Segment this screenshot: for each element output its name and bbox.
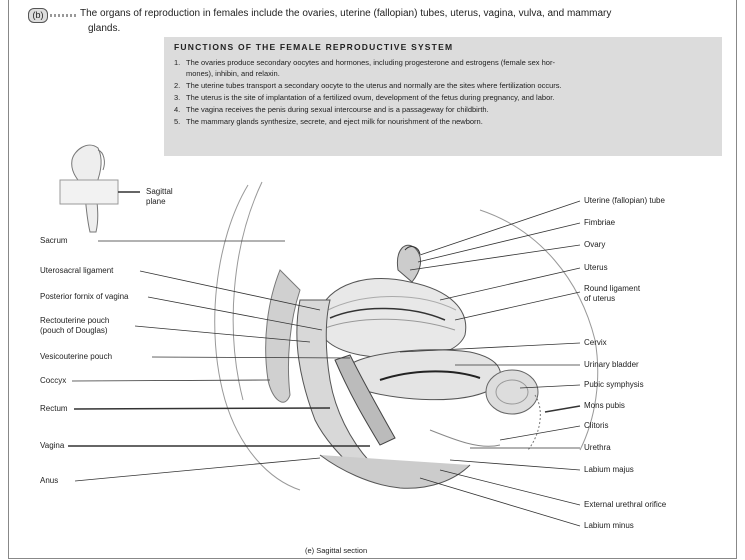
label-vagina: Vagina [40,441,64,451]
label-ovary: Ovary [584,240,605,250]
inset-label-line1: Sagittal [146,187,173,197]
label-uterus: Uterus [584,263,608,273]
label-pubic-symphysis: Pubic symphysis [584,380,644,390]
label-text-cont: of uterus [584,294,640,304]
label-uterine-tube: Uterine (fallopian) tube [584,196,665,206]
label-clitoris: Clitoris [584,421,608,431]
label-vesicouterine-pouch: Vesicouterine pouch [40,352,112,362]
label-cervix: Cervix [584,338,607,348]
label-mons-pubis: Mons pubis [584,401,625,411]
label-sacrum: Sacrum [40,236,68,246]
uterus-shape [318,278,466,358]
label-external-urethral-orifice: External urethral orifice [584,500,666,510]
ovary-tube-shape [397,245,420,282]
label-urethra: Urethra [584,443,611,453]
label-labium-minus: Labium minus [584,521,634,531]
label-posterior-fornix: Posterior fornix of vagina [40,292,129,302]
label-fimbriae: Fimbriae [584,218,615,228]
label-urinary-bladder: Urinary bladder [584,360,639,370]
inset-label: Sagittal plane [146,187,173,207]
label-text-cont: (pouch of Douglas) [40,326,109,336]
label-text: Rectouterine pouch [40,316,109,326]
inset-torso-figure [60,145,140,232]
label-uterosacral-ligament: Uterosacral ligament [40,266,113,276]
label-round-ligament: Round ligament of uterus [584,284,640,304]
label-rectum: Rectum [40,404,68,414]
label-anus: Anus [40,476,58,486]
label-labium-majus: Labium majus [584,465,634,475]
label-coccyx: Coccyx [40,376,66,386]
label-rectouterine-pouch: Rectouterine pouch (pouch of Douglas) [40,316,109,336]
sacrum-shape [266,270,300,402]
label-text: Round ligament [584,284,640,294]
figure-caption: (e) Sagittal section [305,546,367,556]
inset-label-line2: plane [146,197,173,207]
pubic-symphysis-shape [486,370,538,414]
